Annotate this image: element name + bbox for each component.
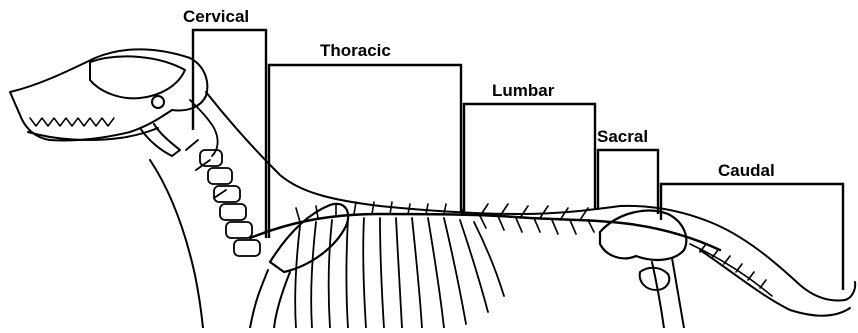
label-thoracic: Thoracic <box>320 41 391 60</box>
eye-orbit <box>152 96 164 108</box>
tail-underside <box>700 250 850 316</box>
neck-outline <box>150 160 203 328</box>
label-lumbar: Lumbar <box>492 81 555 100</box>
skull-cranium <box>90 56 185 98</box>
sacral-bracket <box>598 150 658 214</box>
label-sacral: Sacral <box>597 127 648 146</box>
cervical-bracket <box>193 30 266 238</box>
back-outline <box>206 92 855 300</box>
label-cervical: Cervical <box>183 7 249 26</box>
label-caudal: Caudal <box>718 161 775 180</box>
humerus <box>250 270 268 328</box>
lumbar-bracket <box>464 104 595 212</box>
humerus-back <box>274 272 290 328</box>
pelvis <box>600 211 686 260</box>
upper-teeth <box>30 118 114 126</box>
rib-cage <box>295 218 504 328</box>
mandible-detail <box>140 124 180 156</box>
cervical-vertebrae <box>186 100 260 256</box>
skull-outline <box>10 49 207 140</box>
dog-skeleton-drawing <box>10 49 855 328</box>
region-brackets <box>193 30 843 290</box>
